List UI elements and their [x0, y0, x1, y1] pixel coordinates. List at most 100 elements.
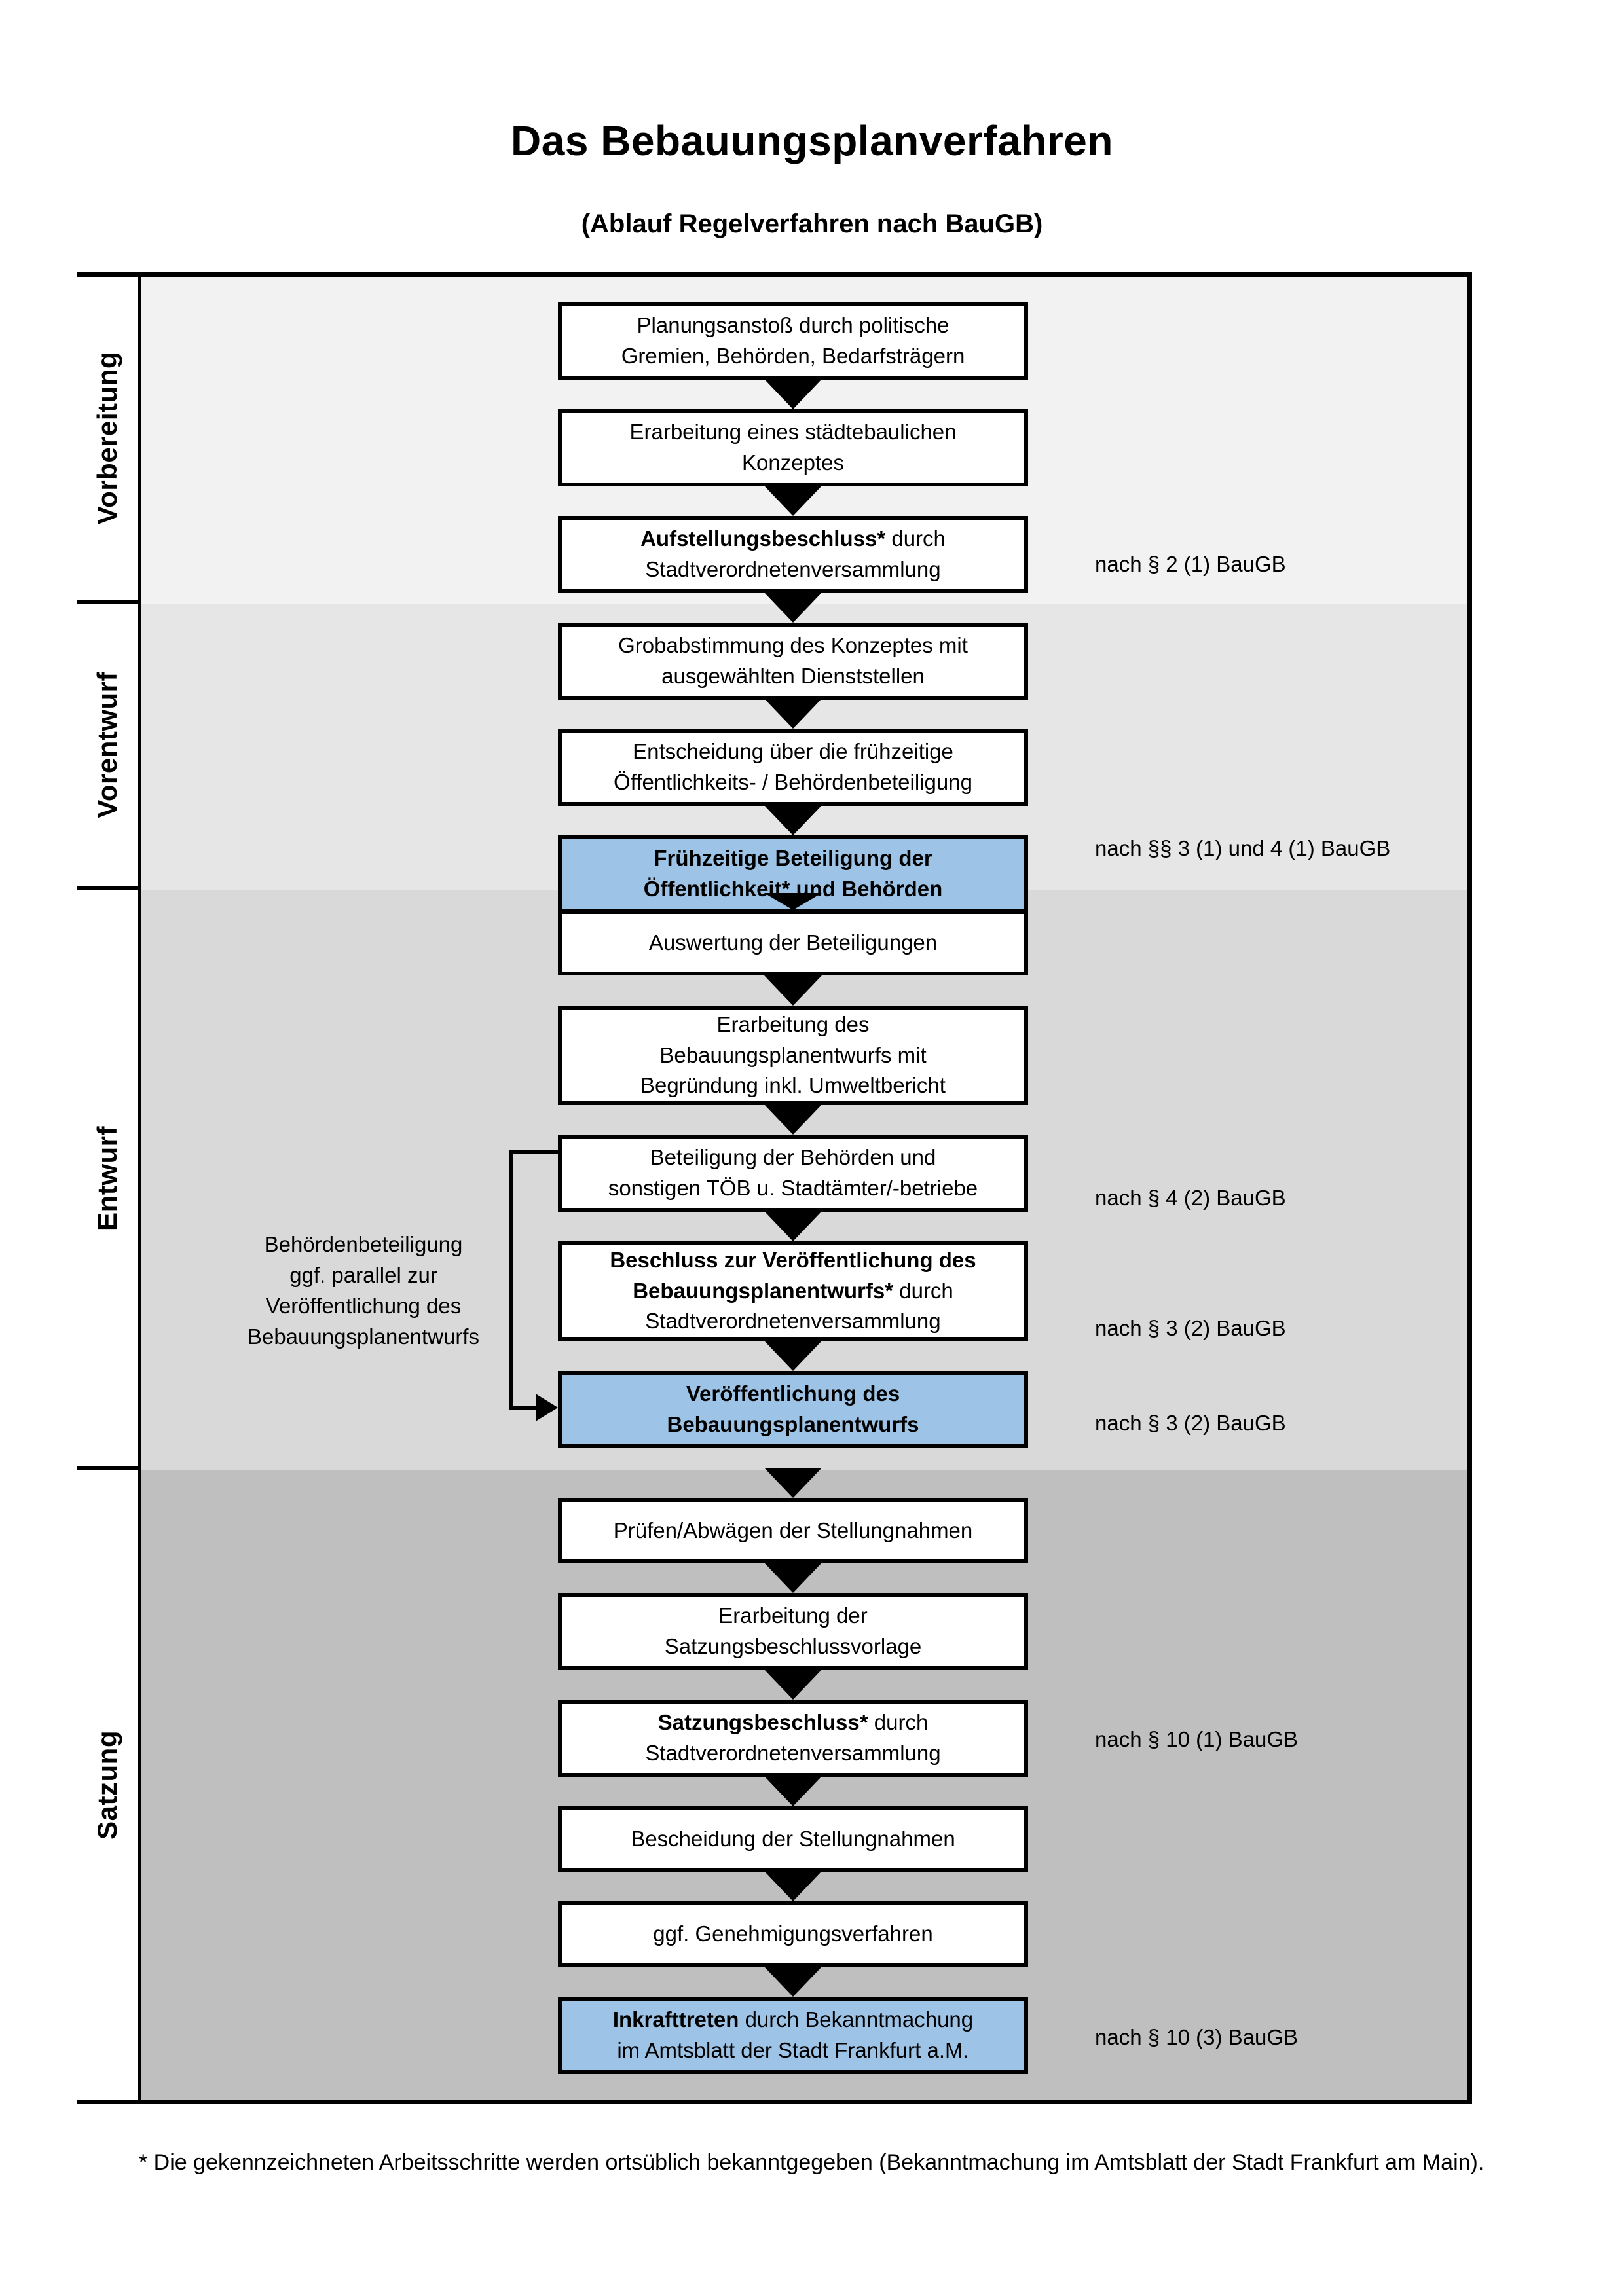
process-box-bescheidung-stellungnahmen: Bescheidung der Stellungnahmen: [558, 1806, 1028, 1872]
process-box-line: Stadtverordnetenversammlung: [610, 1306, 976, 1337]
process-box-line: Begründung inkl. Umweltbericht: [640, 1070, 946, 1101]
emphasis-text: Bebauungsplanentwurfs: [667, 1412, 919, 1436]
process-box-text: Inkrafttreten durch Bekanntmachung im Amt…: [613, 2005, 973, 2066]
side-note-line: Bebauungsplanentwurfs: [247, 1324, 480, 1349]
flow-arrow-erarbeitung-bplanentwurf-to-beteiligung-behoerden-toeb: [764, 1104, 822, 1135]
process-box-line: Öffentlichkeits- / Behördenbeteiligung: [614, 767, 972, 798]
process-box-line: Erarbeitung des: [640, 1010, 946, 1040]
phase-label-entwurf: Entwurf: [92, 1125, 122, 1231]
phase-label-vorentwurf: Vorentwurf: [92, 672, 122, 818]
flow-arrow-beschluss-veroeffentlichung-to-veroeffentlichung-bplanentwurf: [764, 1341, 822, 1371]
plain-text: Begründung inkl. Umweltbericht: [640, 1073, 946, 1098]
plain-text: durch: [885, 526, 946, 551]
process-box-line: Planungsanstoß durch politische: [621, 310, 965, 341]
plain-text: durch: [868, 1710, 929, 1735]
plain-text: Planungsanstoß durch politische: [637, 313, 950, 338]
legal-reference-ref-par-4-2: nach § 4 (2) BauGB: [1095, 1186, 1286, 1210]
emphasis-text: Aufstellungsbeschluss*: [640, 526, 886, 551]
legal-reference-ref-par-3-2-b: nach § 3 (2) BauGB: [1095, 1411, 1286, 1435]
plain-text: Satzungsbeschlussvorlage: [664, 1634, 922, 1658]
legal-reference-ref-par-2-1: nach § 2 (1) BauGB: [1095, 552, 1286, 576]
process-box-line: Frühzeitige Beteiligung der: [644, 843, 943, 874]
side-note-line: Veröffentlichung des: [265, 1293, 462, 1318]
process-box-line: Inkrafttreten durch Bekanntmachung: [613, 2005, 973, 2035]
plain-text: Öffentlichkeits- / Behördenbeteiligung: [614, 770, 972, 794]
flow-arrow-staedtebauliches-konzept-to-aufstellungsbeschluss: [764, 486, 822, 516]
process-box-text: Prüfen/Abwägen der Stellungnahmen: [614, 1516, 973, 1546]
legal-reference-ref-par-10-1: nach § 10 (1) BauGB: [1095, 1727, 1299, 1751]
plain-text: Prüfen/Abwägen der Stellungnahmen: [613, 1518, 973, 1542]
process-box-line: Satzungsbeschluss* durch: [645, 1707, 940, 1738]
process-box-line: Erarbeitung eines städtebaulichen: [629, 417, 956, 448]
plain-text: Stadtverordnetenversammlung: [645, 1741, 941, 1765]
plain-text: Stadtverordnetenversammlung: [645, 1309, 941, 1334]
loop-segment-top: [509, 1150, 558, 1154]
process-box-line: sonstigen TÖB u. Stadtämter/-betriebe: [608, 1173, 978, 1204]
loop-segment-left: [509, 1150, 513, 1410]
phase-label-vorbereitung: Vorbereitung: [92, 352, 122, 525]
page-subtitle: (Ablauf Regelverfahren nach BauGB): [581, 210, 1043, 238]
flow-arrow-erarbeitung-satzungsvorlage-to-satzungsbeschluss: [764, 1669, 822, 1700]
plain-text: sonstigen TÖB u. Stadtämter/-betriebe: [608, 1176, 978, 1200]
process-box-beteiligung-behoerden-toeb: Beteiligung der Behörden und sonstigen TÖ…: [558, 1135, 1028, 1212]
page-title: Das Bebauungsplanverfahren: [511, 117, 1113, 164]
flow-arrow-bescheidung-stellungnahmen-to-genehmigungsverfahren: [764, 1871, 822, 1901]
process-box-line: im Amtsblatt der Stadt Frankfurt a.M.: [613, 2035, 973, 2066]
phase-label-satzung: Satzung: [92, 1730, 122, 1840]
emphasis-text: Beschluss zur Veröffentlichung des: [610, 1247, 976, 1272]
flow-arrow-satzungsbeschluss-to-bescheidung-stellungnahmen: [764, 1776, 822, 1806]
flow-arrow-beteiligung-behoerden-toeb-to-beschluss-veroeffentlichung: [764, 1211, 822, 1241]
process-box-line: Bebauungsplanentwurfs: [667, 1410, 919, 1440]
process-box-line: Beschluss zur Veröffentlichung des: [610, 1245, 976, 1276]
process-box-line: ggf. Genehmigungsverfahren: [653, 1919, 932, 1950]
process-box-line: ausgewählten Dienststellen: [618, 661, 968, 692]
flow-arrow-fruehzeitige-beteiligung-to-auswertung-beteiligungen: [764, 893, 822, 910]
plain-text: Bebauungsplanentwurfs mit: [659, 1042, 927, 1067]
process-box-line: Beteiligung der Behörden und: [608, 1142, 978, 1173]
flow-arrow-auswertung-beteiligungen-to-erarbeitung-bplanentwurf: [764, 975, 822, 1006]
process-box-line: Erarbeitung der: [665, 1601, 922, 1631]
process-box-line: Auswertung der Beteiligungen: [649, 928, 937, 958]
emphasis-text: Bebauungsplanentwurfs*: [633, 1278, 894, 1303]
process-box-line: Bescheidung der Stellungnahmen: [631, 1824, 955, 1855]
emphasis-text: Satzungsbeschluss*: [657, 1710, 868, 1735]
process-box-line: Stadtverordnetenversammlung: [645, 1738, 940, 1769]
plain-text: Stadtverordnetenversammlung: [645, 557, 941, 581]
process-box-line: Stadtverordnetenversammlung: [640, 555, 946, 585]
process-box-auswertung-beteiligungen: Auswertung der Beteiligungen: [558, 910, 1028, 975]
emphasis-text: Veröffentlichung des: [686, 1381, 900, 1406]
plain-text: Gremien, Behörden, Bedarfsträgern: [621, 344, 965, 368]
emphasis-text: Frühzeitige Beteiligung der: [654, 846, 932, 871]
side-note-line: ggf. parallel zur: [289, 1262, 437, 1287]
process-box-line: Gremien, Behörden, Bedarfsträgern: [621, 341, 965, 372]
loop-arrowhead-icon: [536, 1394, 558, 1421]
phase-cell-satzung: Satzung: [77, 1470, 141, 2100]
process-box-inkrafttreten: Inkrafttreten durch Bekanntmachung im Amt…: [558, 1997, 1028, 2074]
process-box-pruefen-abwaegen: Prüfen/Abwägen der Stellungnahmen: [558, 1498, 1028, 1563]
flow-arrow-pruefen-abwaegen-to-erarbeitung-satzungsvorlage: [764, 1563, 822, 1593]
plain-text: Konzeptes: [742, 450, 844, 475]
legal-reference-ref-par-3-1-4-1: nach §§ 3 (1) und 4 (1) BauGB: [1095, 836, 1391, 860]
plain-text: im Amtsblatt der Stadt Frankfurt a.M.: [617, 2038, 969, 2062]
process-box-line: Grobabstimmung des Konzeptes mit: [618, 630, 968, 661]
plain-text: Erarbeitung eines städtebaulichen: [629, 420, 957, 445]
process-box-line: Veröffentlichung des: [667, 1379, 919, 1410]
